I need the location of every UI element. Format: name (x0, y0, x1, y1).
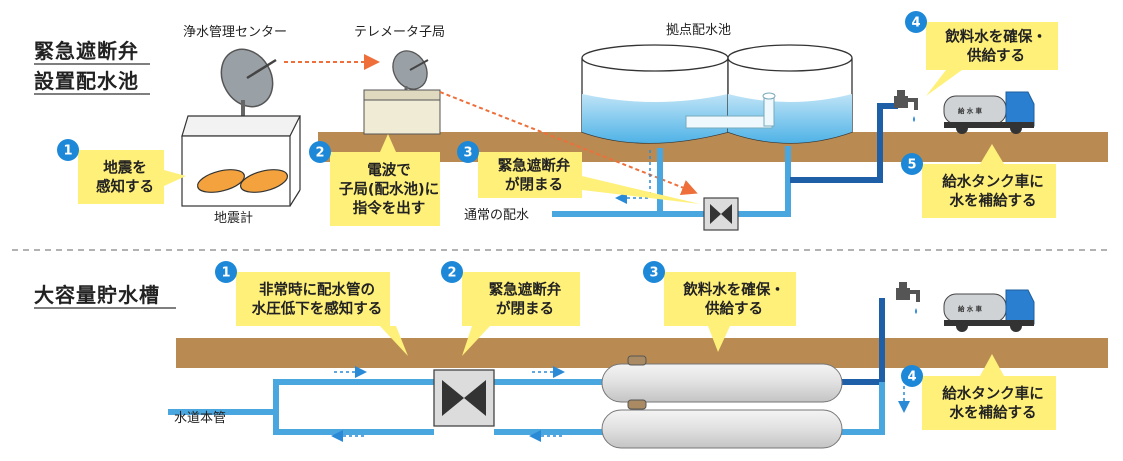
step-number-badge (309, 141, 331, 163)
callout-box (462, 272, 580, 326)
truck-label-1: 給 水 車 (958, 106, 983, 115)
callout-box (664, 272, 796, 326)
step-number-badge (643, 261, 665, 283)
step-number: 4 (911, 16, 920, 31)
callout-pointer (980, 354, 1004, 376)
callout-pointer (164, 170, 186, 186)
section1-callout-4: 4 飲料水を確保・供給する (905, 11, 1058, 96)
callout-box (922, 376, 1056, 430)
step-number: 2 (315, 146, 324, 161)
callout-pointer (708, 326, 730, 352)
step-number: 5 (907, 158, 916, 173)
step-number: 4 (907, 370, 916, 385)
step-number: 1 (63, 144, 72, 159)
callout-text-line: 子局(配水池)に (339, 180, 439, 198)
callout-text-line: 電波で (367, 161, 411, 179)
callout-text-line: 飲料水を確保・ (682, 281, 785, 299)
callout-text-line: が閉まる (505, 176, 563, 194)
command-signal-arrow (439, 91, 698, 196)
section1-pipes: 通常の配水 (464, 103, 898, 223)
callout-text-line: 感知する (96, 178, 154, 196)
callout-text-line: 給水タンク車に (942, 173, 1044, 191)
truck-label-2: 給 水 車 (958, 304, 983, 313)
callout-text-line: が閉まる (496, 300, 554, 318)
center-antenna: 浄水管理センター (183, 25, 287, 128)
section2-title-text: 大容量貯水槽 (34, 283, 160, 307)
callout-box (330, 152, 440, 226)
step-number: 3 (649, 266, 658, 281)
section2-callout-3: 3 飲料水を確保・供給する (643, 261, 796, 352)
callout-text-line: 緊急遮断弁 (489, 281, 562, 299)
callout-text-line: 水を補給する (950, 192, 1037, 210)
callout-text-line: 非常時に配水管の (259, 281, 375, 299)
section1-title: 緊急遮断弁 設置配水池 (34, 39, 150, 95)
step-number-badge (905, 11, 927, 33)
callout-box (922, 164, 1056, 218)
callout-box (78, 150, 164, 204)
telemeter-station: テレメータ子局 (354, 25, 445, 135)
callout-text-line: 緊急遮断弁 (498, 157, 571, 175)
callout-pointer (462, 326, 490, 356)
callout-pointer (980, 144, 1004, 164)
callout-pointer (926, 70, 962, 96)
label-center: 浄水管理センター (183, 25, 287, 40)
step-number-badge (57, 139, 79, 161)
label-seismometer: 地震計 (214, 210, 253, 226)
section1-title-line1: 緊急遮断弁 (34, 39, 139, 63)
water-truck-2: 給 水 車 (943, 289, 1035, 332)
callout-pointer (380, 326, 408, 356)
storage-tanks (601, 355, 843, 449)
callout-text-line: 指令を出す (353, 199, 426, 217)
callout-text-line: 水圧低下を感知する (252, 300, 383, 318)
faucet-2 (896, 282, 920, 314)
callout-text-line: 供給する (704, 300, 763, 318)
emergency-valve-2 (433, 369, 495, 427)
emergency-valve-1 (703, 197, 739, 231)
callout-text-line: 飲料水を確保・ (944, 28, 1047, 46)
step-number-badge (441, 261, 463, 283)
callout-pointer (582, 176, 700, 204)
callout-box (236, 272, 390, 326)
callout-text-line: 水を補給する (950, 404, 1037, 422)
step-number-badge (457, 141, 479, 163)
label-telemeter: テレメータ子局 (354, 25, 445, 40)
callout-box (478, 152, 582, 198)
label-main-pipe: 水道本管 (174, 411, 226, 426)
callout-text-line: 供給する (966, 47, 1025, 65)
label-reservoir: 拠点配水池 (666, 23, 731, 38)
callout-box (926, 22, 1058, 70)
step-number: 3 (463, 146, 472, 161)
faucet-1 (894, 90, 918, 122)
seismometer-box: 地震計 (181, 115, 301, 226)
water-truck-1: 給 水 車 (943, 91, 1035, 134)
section1-title-line2: 設置配水池 (34, 69, 139, 93)
callout-layer: 1地震を感知する2電波で子局(配水池)に指令を出す3緊急遮断弁が閉まる4飲料水を… (57, 11, 1058, 430)
reservoir-tanks: 拠点配水池 (581, 23, 853, 144)
section2-title: 大容量貯水槽 (34, 283, 176, 309)
step-number-badge (901, 153, 923, 175)
section2-pipes: 水道本管 (168, 298, 910, 442)
label-normal-flow: 通常の配水 (464, 208, 529, 223)
step-number: 1 (221, 266, 230, 281)
step-number: 2 (447, 266, 456, 281)
callout-pointer (380, 134, 396, 152)
step-number-badge (901, 365, 923, 387)
ground-strip-1 (318, 132, 1108, 162)
callout-text-line: 地震を (103, 159, 147, 177)
callout-text-line: 給水タンク車に (942, 385, 1044, 403)
step-number-badge (215, 261, 237, 283)
